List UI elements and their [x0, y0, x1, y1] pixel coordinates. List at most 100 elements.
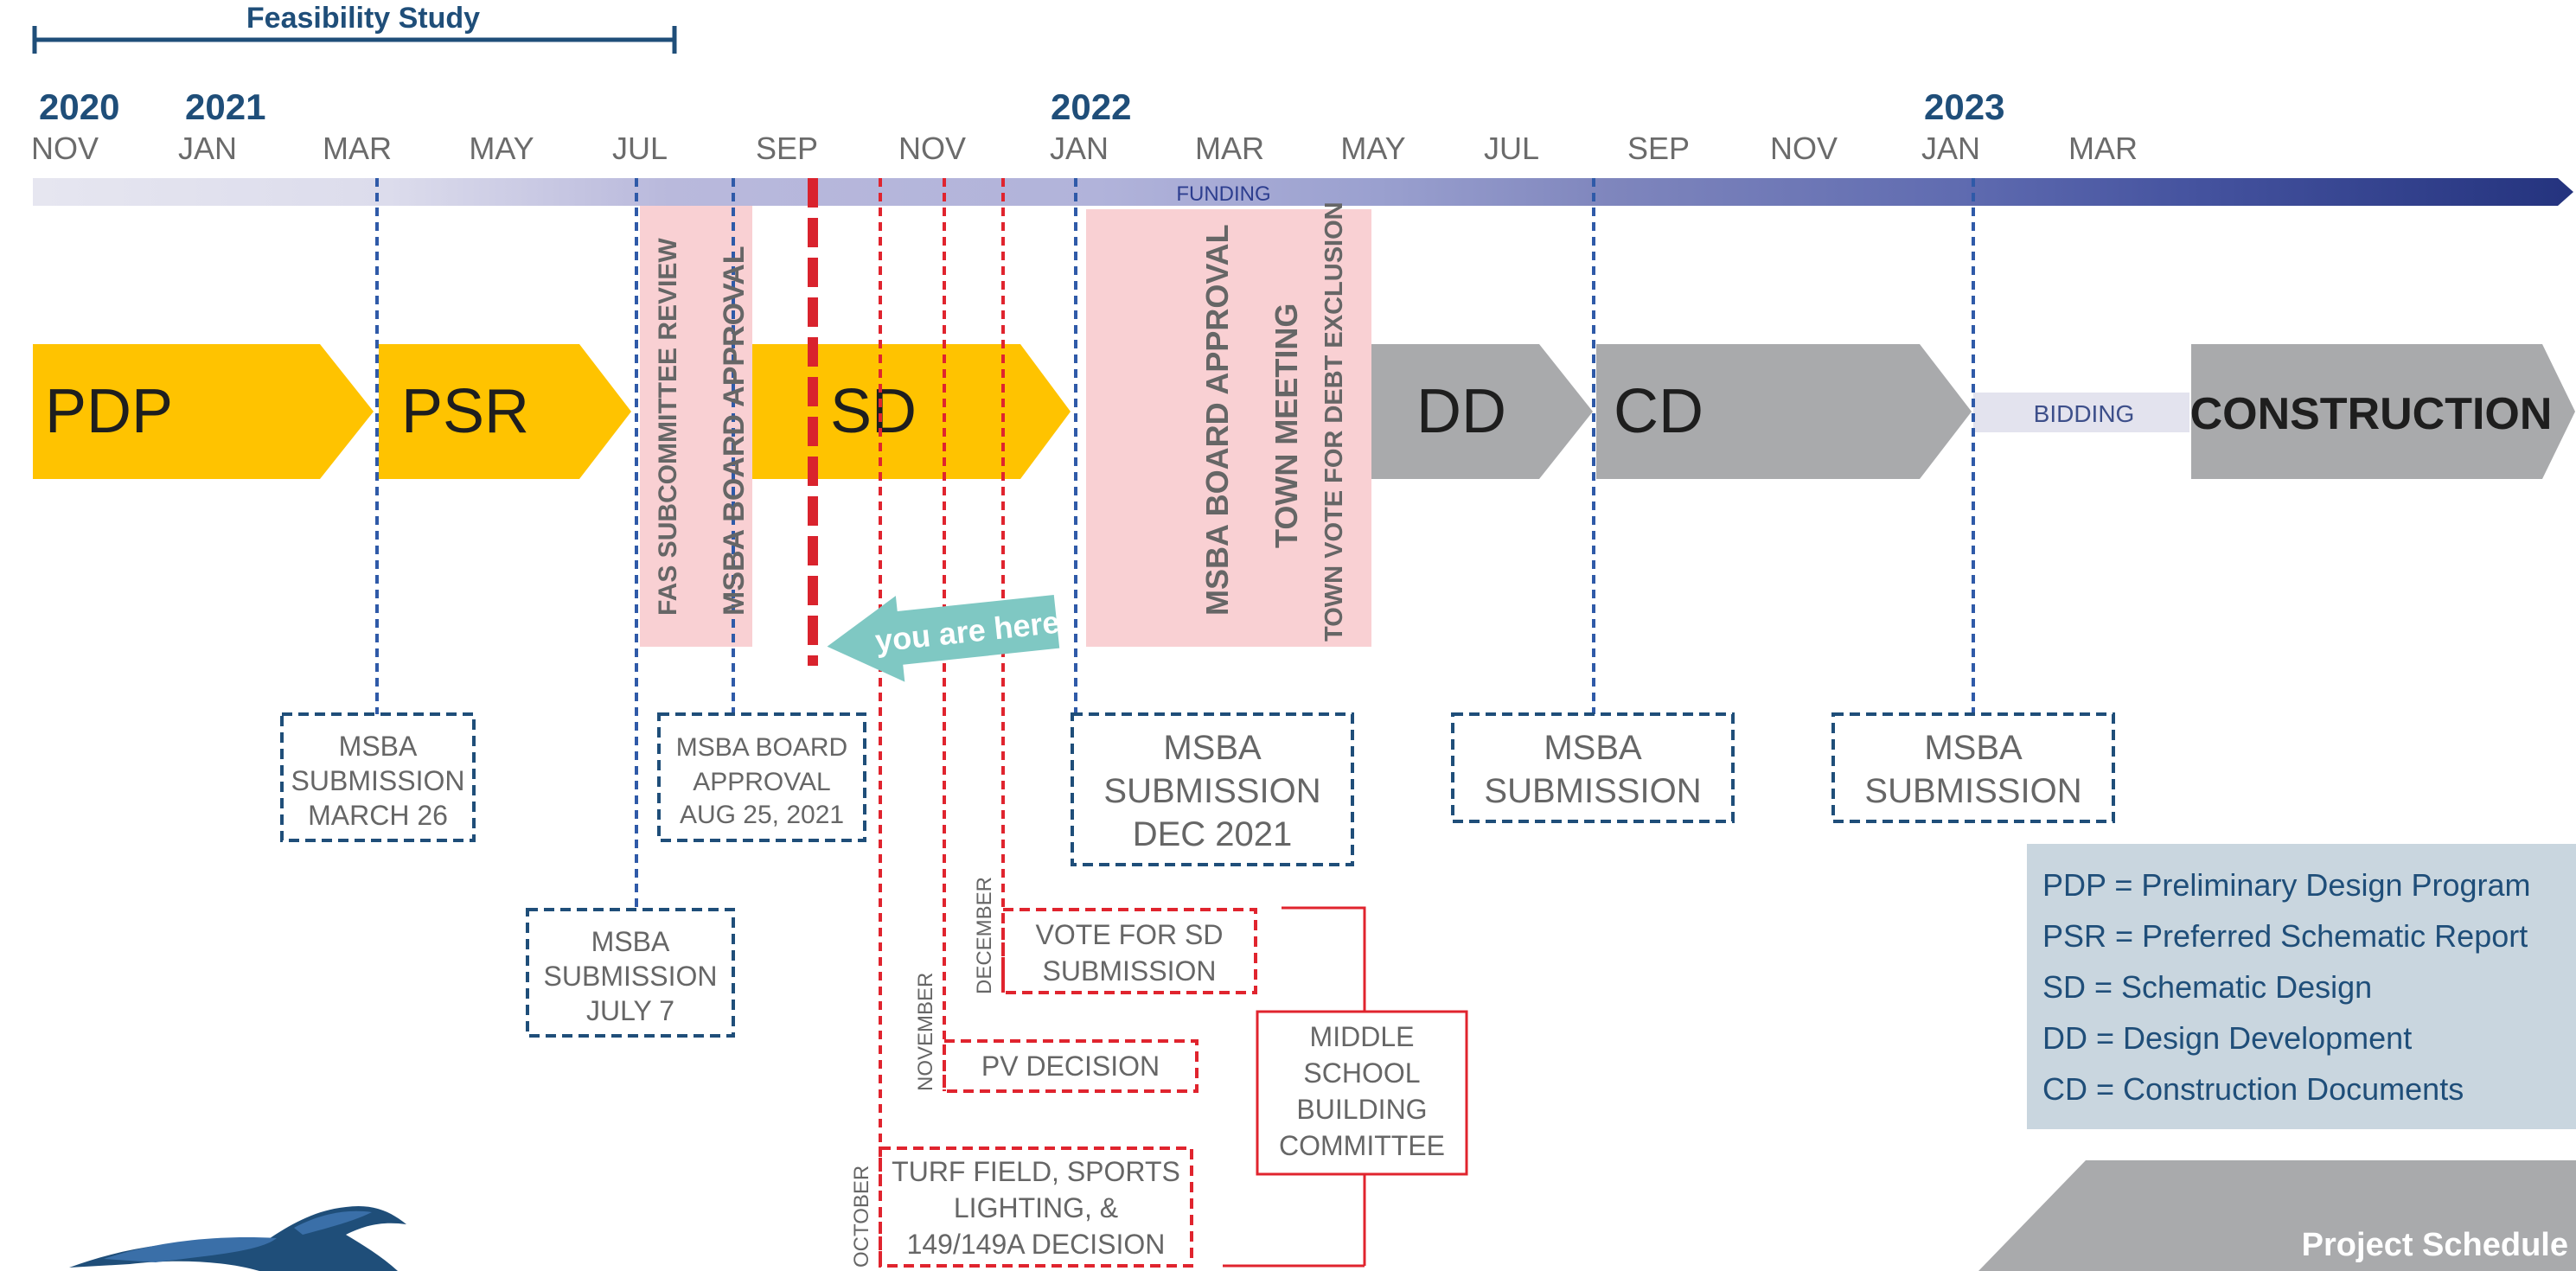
phase-label-psr: PSR	[401, 377, 529, 446]
legend: PDP = Preliminary Design Program PSR = P…	[2027, 844, 2576, 1129]
milestone-text: MARCH 26	[308, 800, 448, 831]
phase-label-construction: CONSTRUCTION	[2190, 389, 2553, 439]
phase-arrow-sd	[752, 344, 1071, 479]
phase-arrow-cd	[1596, 344, 1972, 479]
timeline-band: FUNDING	[33, 178, 2573, 206]
horse-logo	[69, 1205, 406, 1271]
phase-label-pdp: PDP	[45, 377, 173, 446]
month-label: NOV	[898, 131, 966, 166]
month-label: JAN	[178, 131, 237, 166]
milestone-text: MSBA	[1924, 729, 2023, 767]
year-label: 2020	[39, 86, 119, 127]
month-label: NOV	[1770, 131, 1838, 166]
legend-item: DD = Design Development	[2042, 1020, 2412, 1056]
turf-decision-text: 149/149A DECISION	[907, 1229, 1166, 1260]
fas-review-label: FAS SUBCOMMITTEE REVIEW	[654, 238, 682, 616]
committee-item-boxes	[879, 908, 1257, 1268]
milestone-box	[1831, 712, 2115, 823]
milestone-boxes	[280, 712, 2115, 1038]
month-label: JUL	[612, 131, 668, 166]
milestone-box	[657, 712, 866, 842]
phase-arrow-construction	[2191, 344, 2575, 479]
month-label: MAY	[1340, 131, 1405, 166]
you-are-here-arrow: you are here	[827, 595, 1061, 682]
year-labels: 2020 2021 2022 2023	[39, 86, 2004, 127]
milestone-text: DEC 2021	[1133, 815, 1293, 853]
footer-banner: Project Schedule	[1978, 1160, 2576, 1271]
milestone-text: AUG 25, 2021	[680, 801, 844, 829]
year-label: 2022	[1051, 86, 1131, 127]
msba-approval-region-2021	[640, 206, 752, 647]
month-label: MAY	[469, 131, 534, 166]
committee-month-labels: DECEMBER NOVEMBER OCTOBER	[850, 877, 996, 1268]
red-connectors	[879, 178, 1005, 1267]
legend-item: SD = Schematic Design	[2042, 969, 2372, 1005]
month-label: JUL	[1484, 131, 1539, 166]
turf-decision-text: LIGHTING, &	[954, 1192, 1118, 1223]
milestone-texts: MSBA SUBMISSION MARCH 26 MSBA BOARD APPR…	[291, 729, 2082, 1026]
milestone-box	[280, 712, 476, 842]
month-label: MAR	[1195, 131, 1264, 166]
milestone-box	[1071, 712, 1354, 866]
milestone-text: SUBMISSION	[291, 765, 465, 796]
milestone-text: MSBA	[591, 926, 670, 957]
year-label: 2021	[185, 86, 265, 127]
milestone-text: SUBMISSION	[1103, 772, 1320, 810]
committee-bracket	[1223, 906, 1468, 1268]
vote-sd-text: VOTE FOR SD	[1036, 919, 1224, 950]
month-tag-november: NOVEMBER	[914, 973, 937, 1091]
committee-line: SCHOOL	[1303, 1057, 1420, 1089]
committee-box	[1256, 1010, 1468, 1176]
phase-label-sd: SD	[830, 377, 917, 446]
milestone-text: SUBMISSION	[544, 961, 718, 992]
milestone-box	[526, 908, 735, 1038]
month-label: JAN	[1050, 131, 1109, 166]
month-label: NOV	[31, 131, 99, 166]
milestone-text: SUBMISSION	[1484, 772, 1701, 810]
legend-box	[2027, 844, 2576, 1129]
month-labels: NOV JAN MAR MAY JUL SEP NOV JAN MAR MAY …	[31, 131, 2138, 166]
milestone-text: SUBMISSION	[1864, 772, 2081, 810]
town-vote-region-2022	[1086, 209, 1371, 647]
funding-label: FUNDING	[1176, 182, 1270, 206]
legend-item: PSR = Preferred Schematic Report	[2042, 918, 2528, 954]
committee-line: MIDDLE	[1310, 1021, 1415, 1052]
month-tag-december: DECEMBER	[973, 877, 996, 994]
footer-title: Project Schedule	[2302, 1227, 2568, 1263]
phase-labels: PDP PSR SD DD CD BIDDING CONSTRUCTION	[45, 377, 2552, 446]
milestone-text: JULY 7	[586, 995, 674, 1026]
milestone-text: MSBA	[1544, 729, 1642, 767]
blue-connectors	[375, 178, 1975, 910]
milestone-text: MSBA	[1163, 729, 1262, 767]
vertical-labels: FAS SUBCOMMITTEE REVIEW MSBA BOARD APPRO…	[654, 201, 1348, 642]
committee-item-texts: VOTE FOR SD SUBMISSION PV DECISION TURF …	[892, 919, 1223, 1260]
turf-decision-box	[879, 1146, 1193, 1268]
msba-board-approval-label: MSBA BOARD APPROVAL	[718, 246, 751, 616]
phase-arrow-psr	[379, 344, 631, 479]
committee-text: MIDDLE SCHOOL BUILDING COMMITTEE	[1279, 1021, 1445, 1161]
milestone-text: MSBA BOARD	[676, 733, 847, 762]
turf-decision-text: TURF FIELD, SPORTS	[892, 1156, 1180, 1187]
feasibility-label: Feasibility Study	[246, 2, 480, 35]
legend-item: CD = Construction Documents	[2042, 1071, 2464, 1107]
month-tag-october: OCTOBER	[850, 1166, 873, 1268]
phase-arrow-dd	[1371, 344, 1593, 479]
committee-line: BUILDING	[1296, 1094, 1427, 1125]
bidding-label: BIDDING	[2034, 400, 2135, 427]
month-label: JAN	[1921, 131, 1980, 166]
vote-sd-box	[1001, 908, 1257, 994]
year-label: 2023	[1924, 86, 2004, 127]
month-label: SEP	[756, 131, 818, 166]
feasibility-bracket: Feasibility Study	[32, 2, 677, 54]
vote-sd-text: SUBMISSION	[1043, 955, 1217, 987]
month-label: MAR	[323, 131, 392, 166]
phase-arrow-pdp	[33, 344, 374, 479]
month-label: SEP	[1627, 131, 1690, 166]
phase-arrows	[33, 344, 2575, 479]
committee-line: COMMITTEE	[1279, 1130, 1445, 1161]
msba-board-approval-label: MSBA BOARD APPROVAL	[1199, 224, 1235, 616]
bidding-bar	[1973, 393, 2189, 432]
milestone-box	[1451, 712, 1735, 823]
milestone-text: MSBA	[339, 731, 418, 762]
